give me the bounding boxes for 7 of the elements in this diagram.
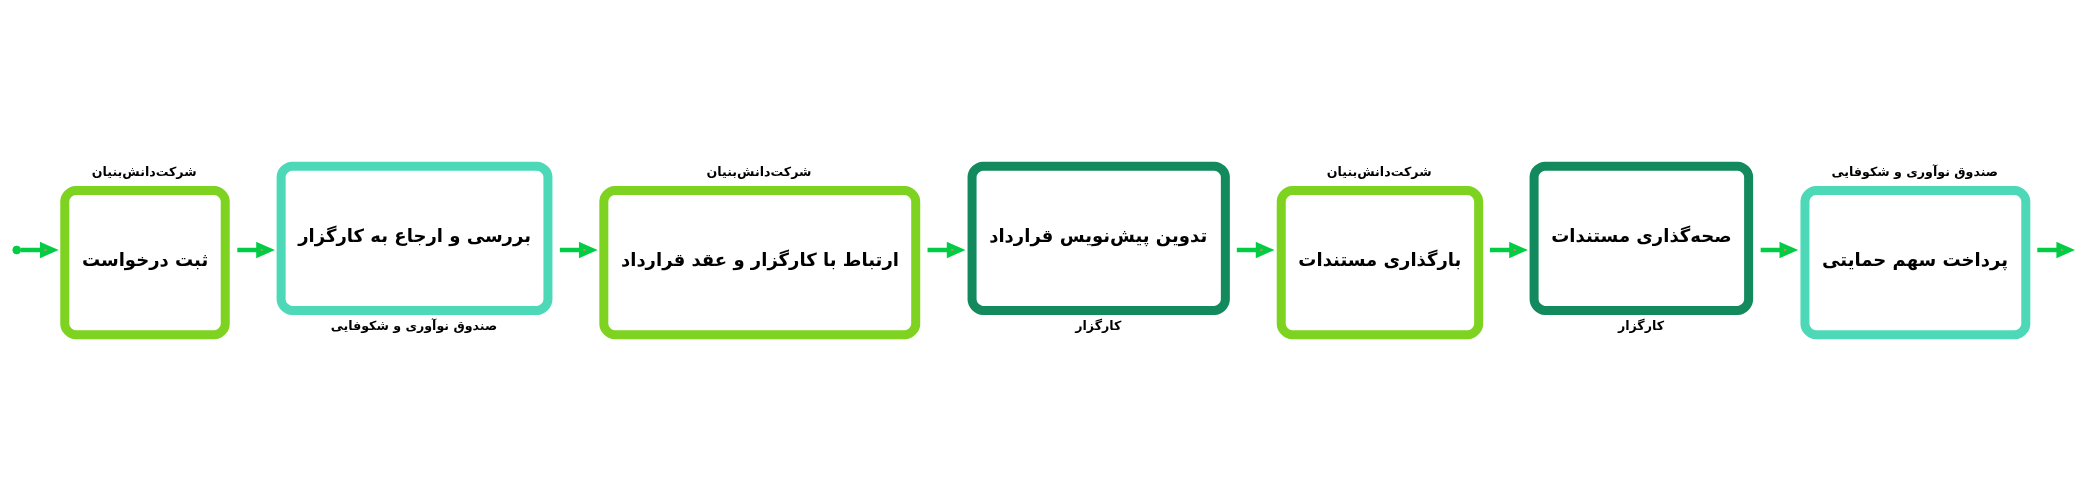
node-label: شرکت‌دانش‌بنیان [706, 164, 812, 180]
node-label: کارگزار [1075, 317, 1122, 333]
node-label: صندوق نوآوری و شکوفایی [330, 317, 498, 333]
node-label: صندوق نوآوری و شکوفایی [1831, 164, 1999, 180]
node-label: کارگزار [1617, 317, 1665, 333]
node-label: شرکت‌دانش‌بنیان [1326, 164, 1432, 180]
node-label: شرکت‌دانش‌بنیان [91, 164, 197, 180]
